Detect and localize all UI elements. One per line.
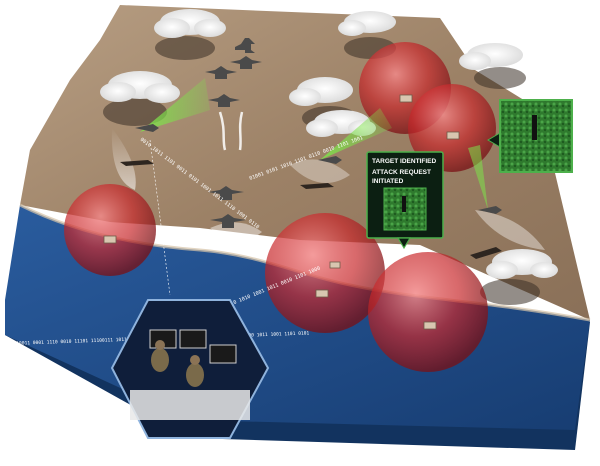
sensor-beam xyxy=(320,108,392,160)
operator-figure xyxy=(186,363,204,387)
cloud xyxy=(289,77,353,106)
sensor-beam xyxy=(468,145,488,210)
target-callout: TARGET IDENTIFIED ATTACK REQUEST INITIAT… xyxy=(366,151,444,250)
aircraft-icon xyxy=(208,186,244,200)
aircraft-icon xyxy=(208,94,240,107)
monitor-icon xyxy=(179,329,207,349)
console-desk xyxy=(130,390,250,420)
ground-targets xyxy=(103,94,460,330)
aircraft-icon xyxy=(230,56,262,69)
cloud xyxy=(338,11,396,36)
sensor-footprint xyxy=(111,128,136,190)
uav-shadow xyxy=(120,160,154,166)
target-marker xyxy=(402,196,406,212)
uav-shadow xyxy=(470,247,502,259)
uav-icon xyxy=(478,206,502,214)
cloud xyxy=(459,43,523,70)
threat-dome xyxy=(64,184,156,276)
ground-control-station xyxy=(110,299,270,439)
callout-line-1: TARGET IDENTIFIED xyxy=(372,158,436,165)
missile-trails xyxy=(218,111,244,151)
sensor-beams xyxy=(140,78,488,210)
uav-icon xyxy=(318,156,342,164)
callout-pointer xyxy=(396,237,412,250)
sensor-beam xyxy=(140,78,210,132)
aircraft-icon xyxy=(210,214,246,228)
uav-icon xyxy=(135,124,159,132)
threat-dome xyxy=(368,252,488,372)
threat-dome xyxy=(265,213,385,333)
inset-target-marker xyxy=(532,115,537,140)
threat-domes xyxy=(64,42,496,372)
uav-shadow xyxy=(300,183,334,189)
target-structure xyxy=(103,235,117,244)
operator-figure xyxy=(151,348,169,372)
sensor-footprint xyxy=(475,210,545,250)
cloud xyxy=(486,249,558,279)
cloud xyxy=(100,71,180,103)
aircraft xyxy=(120,38,502,259)
operator-head xyxy=(155,340,165,350)
sensor-footprint xyxy=(290,159,350,183)
operator-head xyxy=(190,355,200,365)
target-structure xyxy=(446,131,460,140)
target-structure xyxy=(399,94,413,103)
callout-line-3: INITIATED xyxy=(372,178,404,185)
callout-line-2: ATTACK REQUEST xyxy=(372,169,431,176)
aircraft-icon xyxy=(205,66,237,79)
cloud xyxy=(154,9,226,38)
target-structure xyxy=(329,261,341,269)
imagery-inset xyxy=(487,99,573,173)
target-structure xyxy=(315,289,329,298)
aircraft-icon xyxy=(235,38,255,53)
clouds xyxy=(100,9,558,279)
target-structure xyxy=(423,321,437,330)
monitor-icon xyxy=(209,344,237,364)
